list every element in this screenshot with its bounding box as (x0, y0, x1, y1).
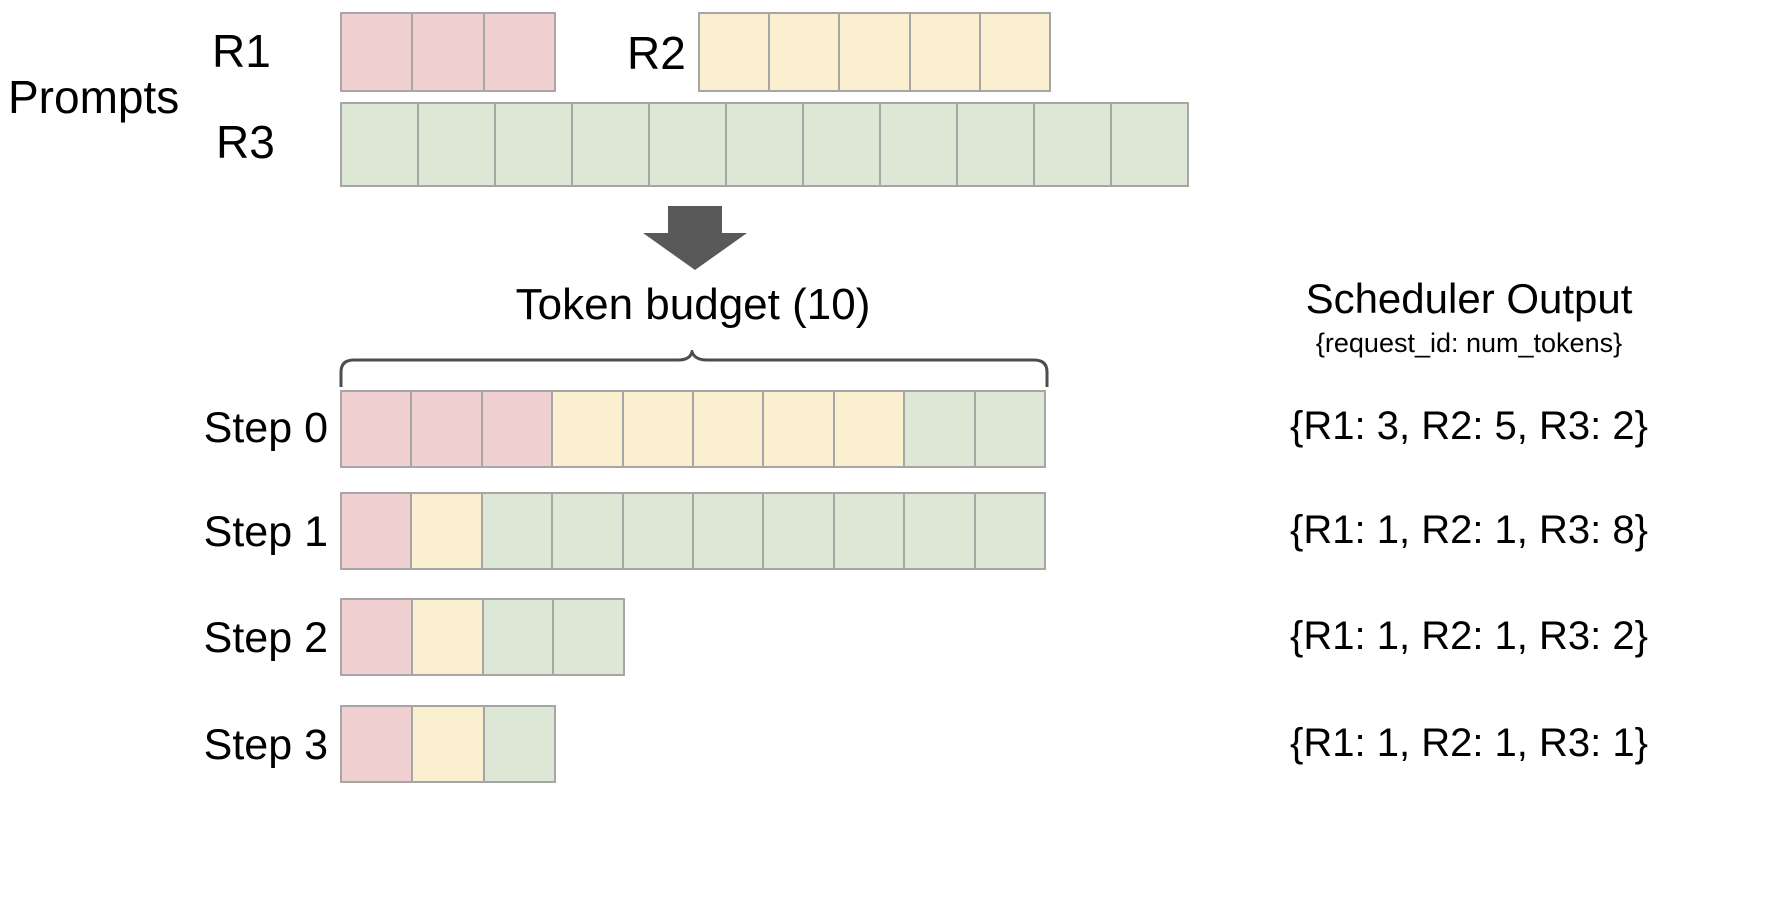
token-cell (342, 392, 411, 466)
token-cell (413, 14, 483, 90)
token-cell (910, 14, 979, 90)
token-cell (413, 707, 483, 781)
token-cell (975, 392, 1045, 466)
scheduler-output-0: {R1: 3, R2: 5, R3: 2} (1290, 404, 1648, 448)
prompt-token-row-r1 (340, 12, 556, 92)
step-token-row-3 (340, 705, 556, 783)
prompts-label: Prompts (8, 71, 180, 123)
token-cell (496, 104, 571, 185)
token-cell (694, 494, 763, 568)
request-label-r1: R1 (212, 25, 271, 77)
token-cell (342, 104, 417, 185)
scheduler-output-3: {R1: 1, R2: 1, R3: 1} (1290, 721, 1648, 765)
scheduler-output-2: {R1: 1, R2: 1, R3: 2} (1290, 614, 1648, 658)
token-budget-label: Token budget (10) (515, 280, 871, 329)
token-cell (623, 494, 693, 568)
token-cell (412, 600, 482, 674)
scheduler-output-title: Scheduler Output (1305, 275, 1633, 322)
token-cell (553, 494, 622, 568)
token-cell (554, 600, 623, 674)
token-cell (840, 14, 909, 90)
request-label-r3: R3 (216, 116, 275, 168)
token-cell (700, 14, 769, 90)
token-cell (881, 104, 956, 185)
down-arrow-icon (630, 206, 760, 270)
token-cell (484, 14, 554, 90)
step-label-2: Step 2 (203, 614, 328, 662)
scheduler-output-1: {R1: 1, R2: 1, R3: 8} (1290, 508, 1648, 552)
token-cell (484, 707, 554, 781)
token-cell (482, 494, 552, 568)
prompt-token-row-r3 (340, 102, 1189, 187)
token-cell (342, 14, 412, 90)
step-label-3: Step 3 (203, 721, 328, 769)
token-cell (694, 392, 763, 466)
token-cell (342, 600, 411, 674)
token-cell (727, 104, 802, 185)
token-cell (1035, 104, 1110, 185)
step-token-row-2 (340, 598, 625, 676)
token-cell (980, 14, 1050, 90)
token-cell (482, 392, 552, 466)
token-cell (764, 494, 833, 568)
scheduler-output-subtitle: {request_id: num_tokens} (1315, 328, 1623, 358)
request-label-r2: R2 (627, 27, 686, 79)
token-cell (342, 707, 412, 781)
token-cell (342, 494, 411, 568)
token-cell (553, 392, 622, 466)
step-label-1: Step 1 (203, 508, 328, 556)
token-cell (905, 392, 974, 466)
token-cell (770, 14, 839, 90)
token-cell (412, 494, 481, 568)
step-label-0: Step 0 (203, 404, 328, 452)
token-cell (483, 600, 553, 674)
token-cell (905, 494, 974, 568)
token-cell (419, 104, 494, 185)
token-cell (975, 494, 1045, 568)
token-cell (650, 104, 725, 185)
step-token-row-1 (340, 492, 1046, 570)
token-cell (1112, 104, 1187, 185)
token-cell (804, 104, 879, 185)
token-cell (834, 392, 904, 466)
prompt-token-row-r2 (698, 12, 1051, 92)
curly-brace-icon (338, 346, 1050, 388)
step-token-row-0 (340, 390, 1046, 468)
token-cell (573, 104, 648, 185)
token-cell (834, 494, 904, 568)
token-cell (623, 392, 693, 466)
token-cell (412, 392, 481, 466)
token-cell (764, 392, 833, 466)
token-cell (958, 104, 1033, 185)
